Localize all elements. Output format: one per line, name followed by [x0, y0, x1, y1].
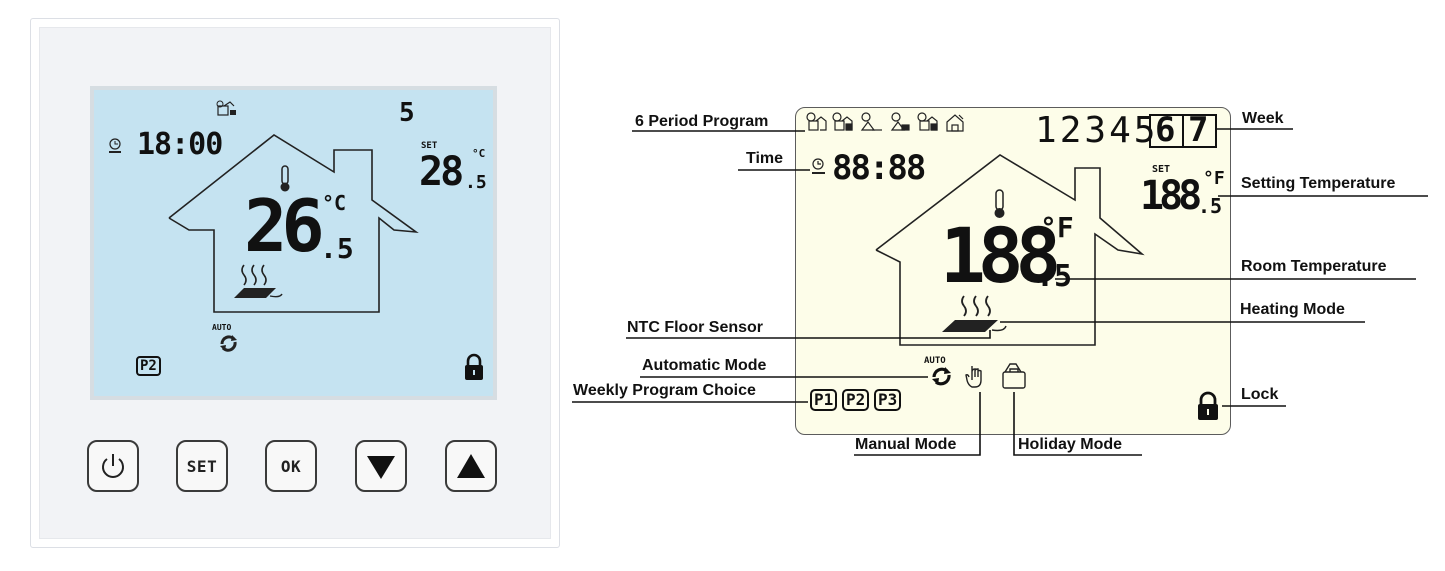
- label-week: Week: [1242, 110, 1284, 127]
- program-badge-p3: P3: [874, 389, 902, 411]
- label-lock: Lock: [1241, 386, 1279, 403]
- ok-button[interactable]: OK: [265, 440, 317, 492]
- diagram-auto-label: AUTO: [924, 356, 946, 366]
- leader-manual: [854, 392, 981, 456]
- week-day-7: 7: [1188, 110, 1209, 150]
- diagram-set-temp-dec: .5: [1198, 194, 1223, 218]
- device-day-number: 5: [399, 98, 415, 128]
- week-day-5: 5: [1133, 110, 1159, 151]
- heating-waves-icon: [241, 264, 267, 286]
- week-day-2: 2: [1059, 110, 1085, 151]
- diagram-room-temp-value: 188: [940, 211, 1061, 300]
- label-ntc-floor-sensor: NTC Floor Sensor: [627, 319, 764, 336]
- device-set-label: SET: [421, 141, 438, 151]
- lock-icon: [465, 353, 483, 380]
- set-button-label: SET: [186, 456, 218, 476]
- week-days-1-5: 12345: [1035, 113, 1158, 149]
- week-day-3: 3: [1084, 110, 1110, 151]
- device-set-temp-dec: .5: [465, 172, 487, 193]
- diagram-set-label: SET: [1152, 164, 1171, 175]
- week-day-7-box: [1182, 114, 1217, 148]
- manual-mode-hand-icon: [965, 366, 982, 388]
- week-day-6: 6: [1155, 110, 1176, 150]
- power-button[interactable]: [87, 440, 139, 492]
- auto-cycle-icon: [220, 335, 237, 352]
- device-room-temp-unit: °C: [322, 191, 347, 215]
- label-manual-mode: Manual Mode: [855, 436, 957, 453]
- week-day-4: 4: [1109, 110, 1134, 151]
- up-button[interactable]: [445, 440, 497, 492]
- diagram-room-temp-unit: °F: [1040, 211, 1074, 244]
- device-bezel: [39, 27, 551, 539]
- label-automatic-mode: Automatic Mode: [642, 357, 767, 374]
- diagram-auto-cycle-icon: [932, 367, 951, 386]
- leader-lines: [572, 128, 1428, 456]
- device-screen-graphics: [109, 100, 483, 380]
- device-room-temp-dec: .5: [320, 232, 354, 265]
- leader-holiday: [1013, 392, 1142, 456]
- diagram-lock-icon: [1198, 391, 1218, 420]
- label-setting-temperature: Setting Temperature: [1241, 175, 1396, 192]
- label-holiday-mode: Holiday Mode: [1018, 436, 1123, 453]
- leader-ntc: [626, 330, 991, 339]
- device-set-temp-unit: °C: [472, 147, 486, 160]
- label-weekly-program-choice: Weekly Program Choice: [573, 382, 756, 399]
- diagram-house-outline: [875, 154, 1145, 346]
- device-room-temp-int: 26: [244, 184, 325, 268]
- clock-icon: [109, 138, 121, 153]
- diagram-time-value: 88:88: [832, 148, 926, 188]
- house-outline: [168, 134, 419, 313]
- label-heating-mode: Heating Mode: [1240, 301, 1345, 318]
- device-screen: 18:00 5 SET 28 .5 °C 26 .5 °C AUTO P2: [90, 86, 497, 400]
- six-period-program-icons: [806, 112, 964, 132]
- diagram-set-temp-value: 188: [1140, 173, 1202, 219]
- arrow-up-icon: [457, 454, 485, 478]
- diagram-floor-sensor-icon: [942, 320, 998, 332]
- program-badge-p1: P1: [810, 389, 838, 411]
- diagram-thermometer-icon: [994, 189, 1005, 218]
- diagram-set-temp-unit: °F: [1203, 168, 1225, 189]
- set-button[interactable]: SET: [176, 440, 228, 492]
- power-icon: [102, 454, 124, 478]
- week-day-1: 1: [1035, 110, 1060, 151]
- diagram-clock-icon: [812, 158, 825, 174]
- program-badge-p2: P2: [842, 389, 870, 411]
- period-program-icon: [216, 100, 236, 116]
- device-program-badge: P2: [136, 356, 161, 376]
- floor-sensor-icon: [234, 288, 276, 298]
- arrow-down-icon: [367, 456, 395, 479]
- holiday-mode-suitcase-icon: [1002, 363, 1026, 389]
- label-time: Time: [746, 150, 784, 167]
- label-six-period-program: 6 Period Program: [635, 113, 769, 130]
- label-room-temperature: Room Temperature: [1241, 258, 1387, 275]
- device-auto-label: AUTO: [212, 323, 232, 332]
- device-set-temp-int: 28: [419, 149, 464, 195]
- ok-button-label: OK: [280, 456, 302, 476]
- thermometer-icon: [280, 165, 290, 192]
- diagram-heating-waves-icon: [961, 295, 991, 317]
- diagram-room-temp-dec: .5: [1036, 259, 1073, 294]
- device-clock-value: 18:00: [137, 127, 223, 162]
- down-button[interactable]: [355, 440, 407, 492]
- lcd-diagram: [795, 107, 1231, 435]
